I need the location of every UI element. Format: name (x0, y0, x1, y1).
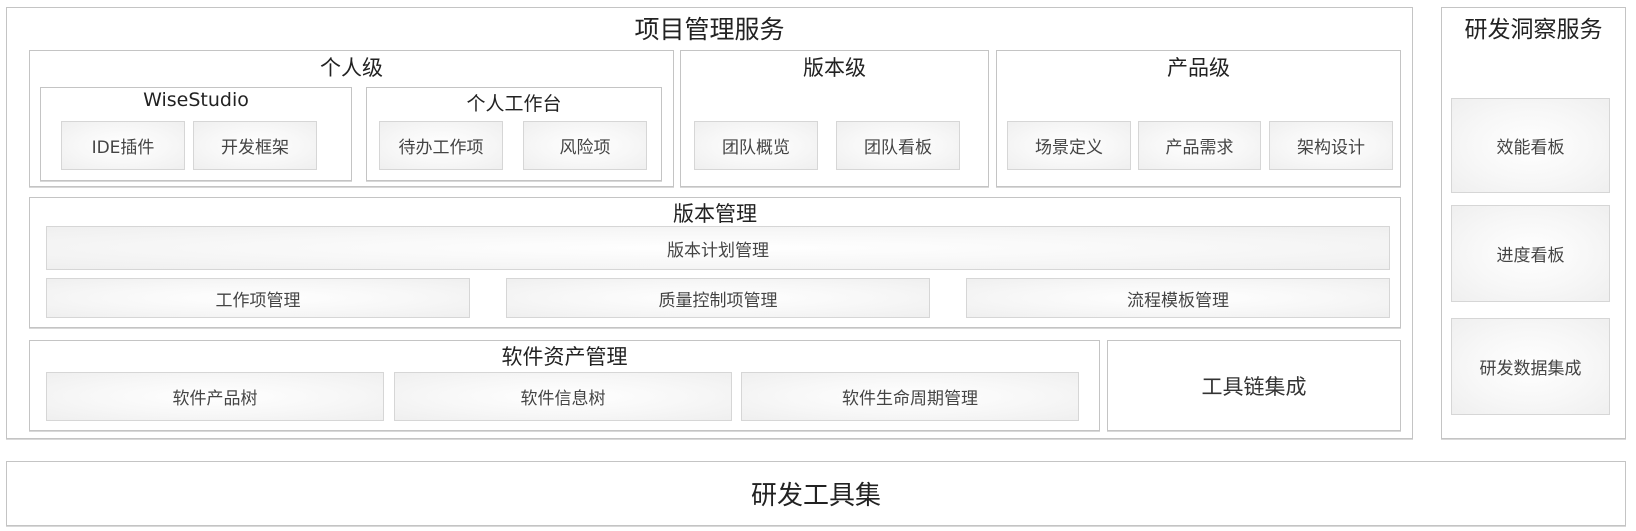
rd-toolset-label: 研发工具集 (750, 481, 881, 511)
version-management-title: 版本管理 (673, 202, 757, 226)
rd-data-integration-button[interactable]: 研发数据集成 (1451, 318, 1610, 415)
risk-items-button[interactable]: 风险项 (523, 121, 647, 170)
software-lifecycle-management-button[interactable]: 软件生命周期管理 (741, 372, 1079, 421)
progress-dashboard-button[interactable]: 进度看板 (1451, 205, 1610, 302)
version-plan-management-button[interactable]: 版本计划管理 (46, 226, 1390, 270)
toolchain-integration-box[interactable]: 工具链集成 (1107, 340, 1401, 431)
personal-workbench-title: 个人工作台 (466, 93, 562, 115)
team-overview-button[interactable]: 团队概览 (694, 121, 818, 170)
wisestudio-title: WiseStudio (143, 89, 249, 111)
team-kanban-button[interactable]: 团队看板 (836, 121, 960, 170)
efficiency-dashboard-button[interactable]: 效能看板 (1451, 98, 1610, 193)
workitem-management-button[interactable]: 工作项管理 (46, 278, 470, 318)
todo-workitems-button[interactable]: 待办工作项 (379, 121, 503, 170)
version-level-title: 版本级 (803, 56, 866, 80)
software-info-tree-button[interactable]: 软件信息树 (394, 372, 732, 421)
dev-framework-button[interactable]: 开发框架 (193, 121, 317, 170)
rd-toolset-box: 研发工具集 (6, 461, 1626, 526)
ide-plugin-button[interactable]: IDE插件 (61, 121, 185, 170)
product-level-title: 产品级 (1167, 56, 1230, 80)
process-template-management-button[interactable]: 流程模板管理 (966, 278, 1390, 318)
architecture-design-button[interactable]: 架构设计 (1269, 121, 1393, 170)
software-product-tree-button[interactable]: 软件产品树 (46, 372, 384, 421)
toolchain-integration-label: 工具链集成 (1201, 374, 1307, 399)
personal-level-title: 个人级 (320, 56, 383, 80)
software-asset-management-title: 软件资产管理 (501, 345, 628, 369)
product-requirements-button[interactable]: 产品需求 (1138, 121, 1261, 170)
quality-control-management-button[interactable]: 质量控制项管理 (506, 278, 930, 318)
rd-insight-title: 研发洞察服务 (1464, 17, 1603, 43)
scenario-definition-button[interactable]: 场景定义 (1007, 121, 1131, 170)
project-management-title: 项目管理服务 (634, 15, 785, 44)
